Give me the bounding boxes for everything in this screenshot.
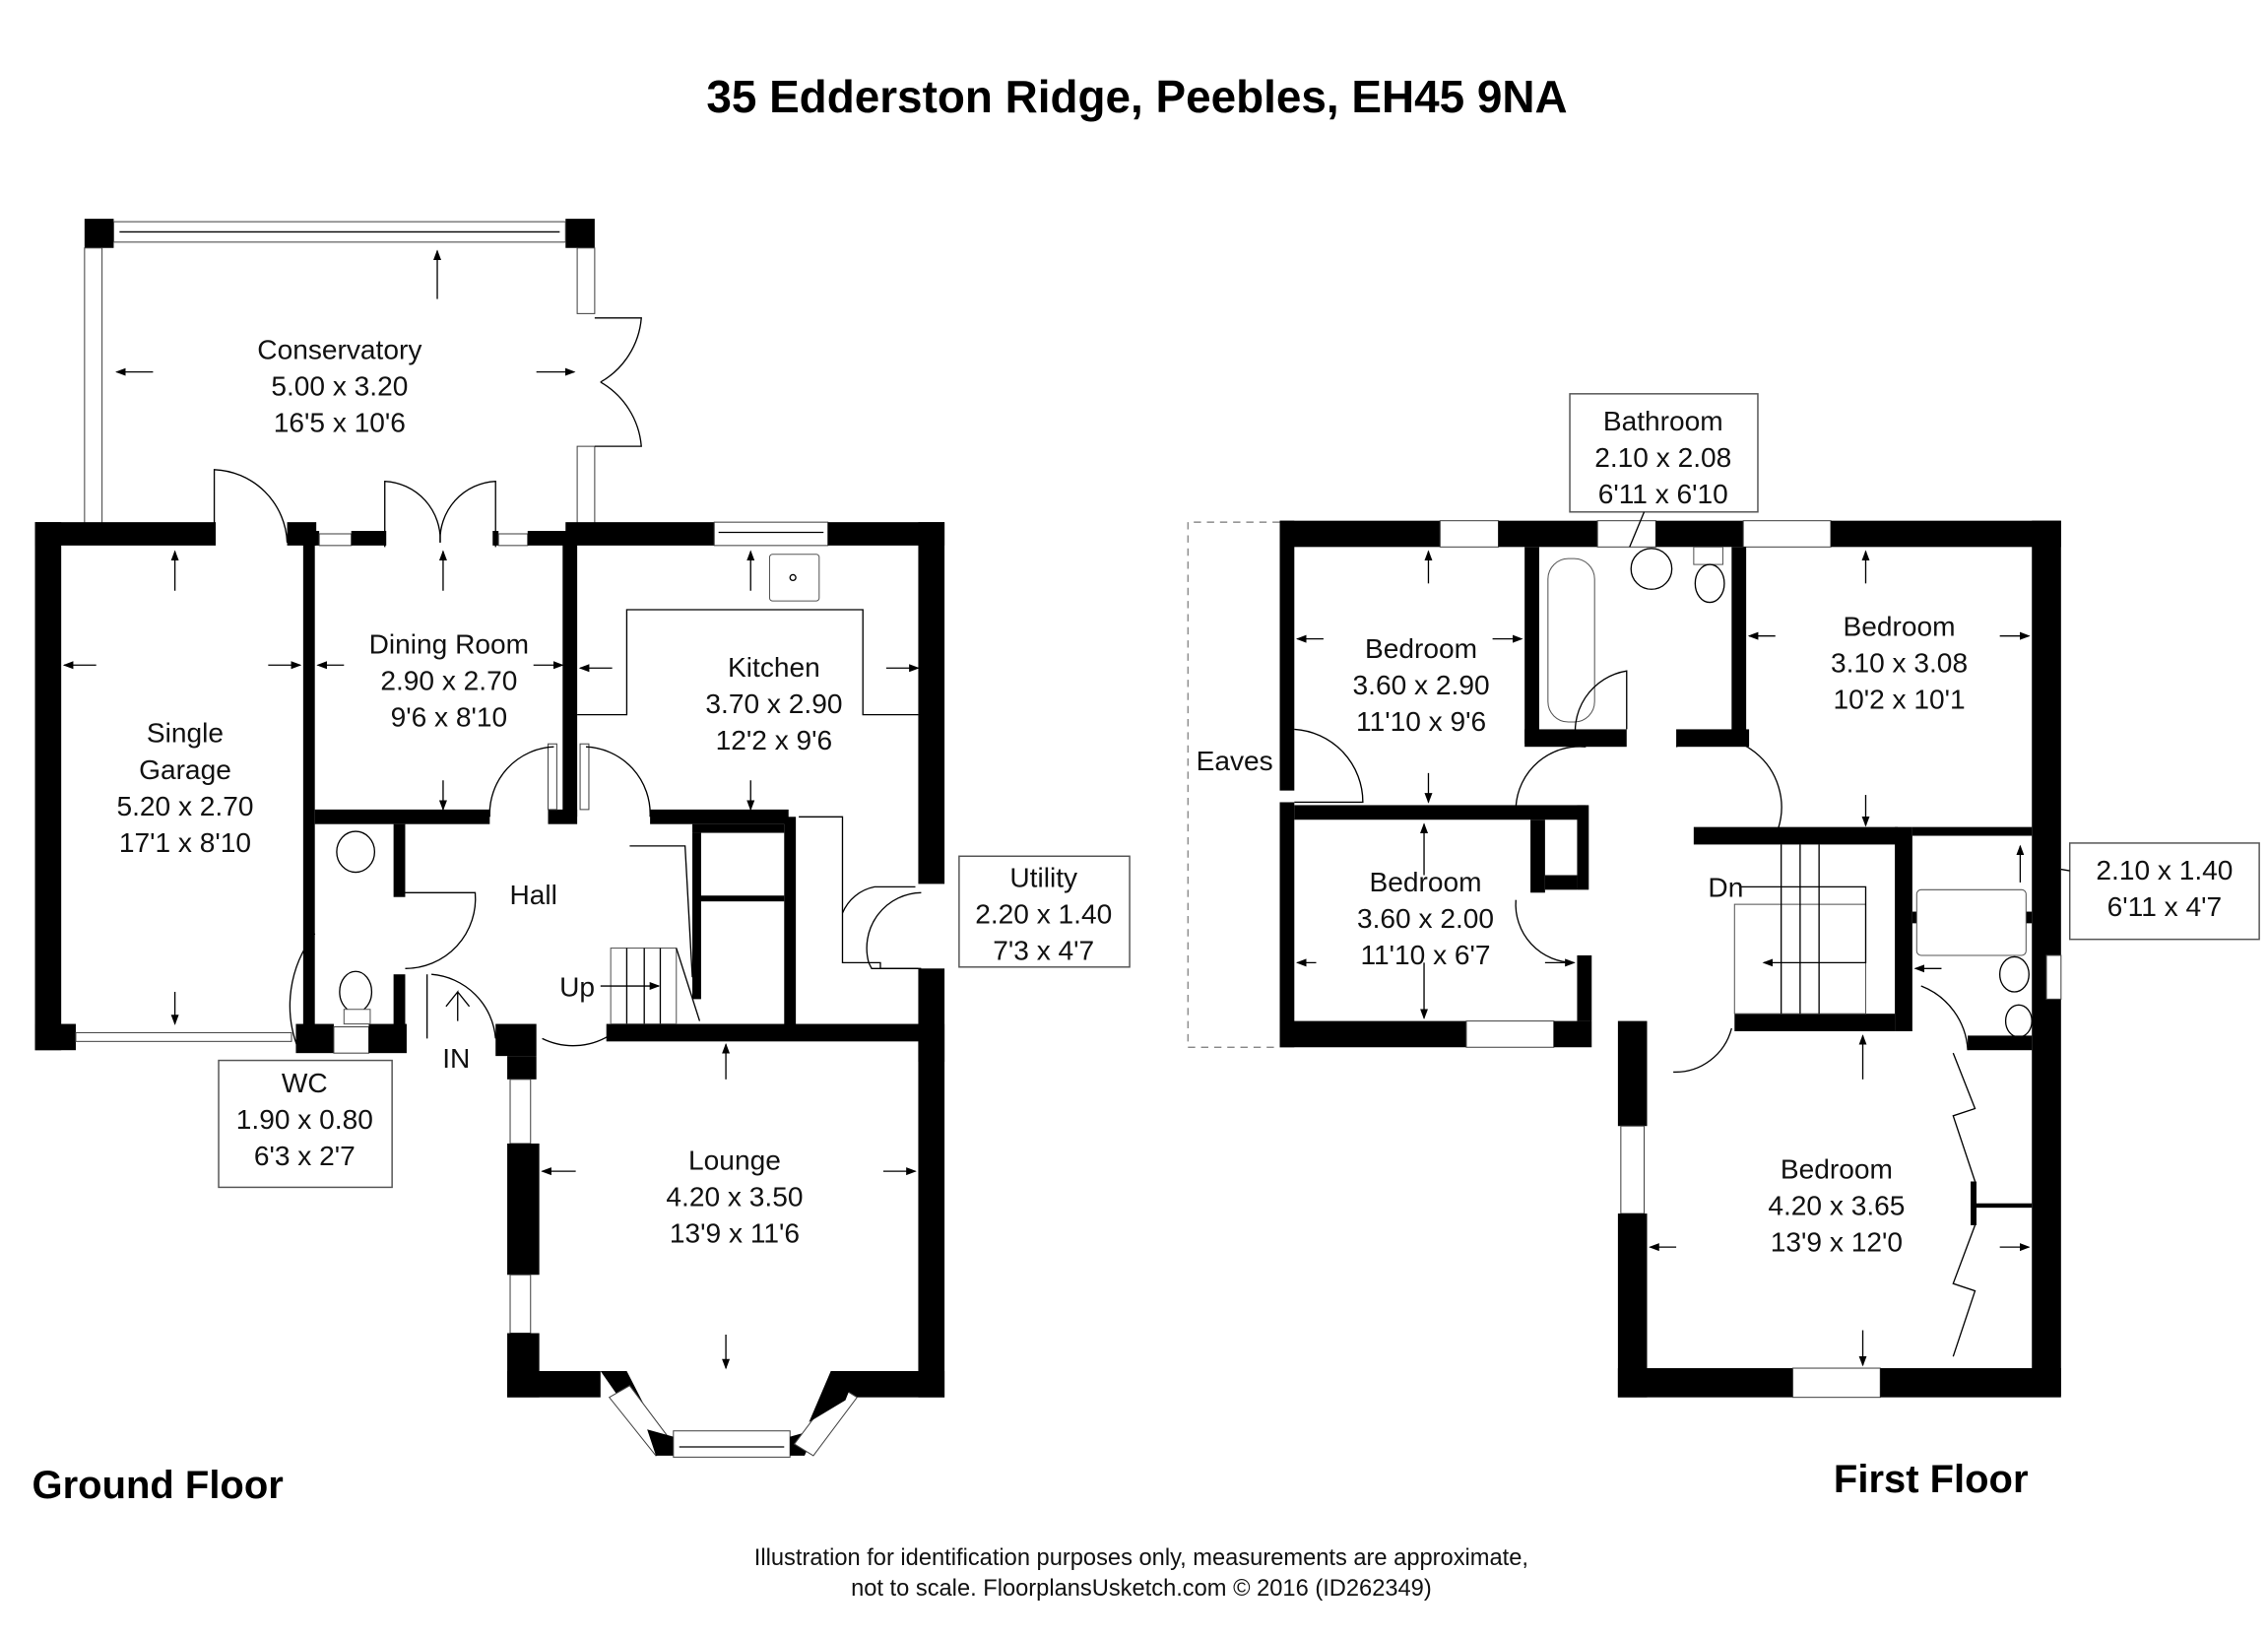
svg-text:2.10 x 1.40: 2.10 x 1.40: [2096, 855, 2233, 885]
svg-text:2.20 x 1.40: 2.20 x 1.40: [975, 898, 1112, 929]
room-bedroom-3: Bedroom 3.60 x 2.00 11'10 x 6'7: [1357, 867, 1494, 970]
entrance-label: IN: [442, 1043, 470, 1074]
room-bedroom-1: Bedroom 3.60 x 2.90 11'10 x 9'6: [1353, 633, 1490, 737]
svg-text:Bathroom: Bathroom: [1603, 406, 1723, 436]
disclaimer-line-1: Illustration for identification purposes…: [754, 1545, 1528, 1571]
svg-text:5.20 x 2.70: 5.20 x 2.70: [116, 791, 253, 821]
svg-text:10'2 x 10'1: 10'2 x 10'1: [1833, 685, 1965, 715]
first-measure-arrows: [1295, 550, 2031, 1367]
svg-text:12'2 x 9'6: 12'2 x 9'6: [716, 725, 833, 755]
svg-text:11'10 x 6'7: 11'10 x 6'7: [1360, 940, 1490, 970]
room-conservatory: Conservatory 5.00 x 3.20 16'5 x 10'6: [257, 334, 421, 437]
room-en-suite: 2.10 x 1.40 6'11 x 4'7: [2060, 842, 2260, 941]
svg-text:Lounge: Lounge: [688, 1146, 781, 1176]
room-single-garage: Single Garage 5.20 x 2.70 17'1 x 8'10: [116, 718, 253, 858]
room-bedroom-4: Bedroom 4.20 x 3.65 13'9 x 12'0: [1768, 1154, 1905, 1258]
svg-text:4.20 x 3.50: 4.20 x 3.50: [666, 1182, 803, 1212]
svg-text:Kitchen: Kitchen: [728, 652, 820, 683]
room-lounge: Lounge 4.20 x 3.50 13'9 x 11'6: [666, 1146, 803, 1249]
svg-text:Single: Single: [147, 718, 224, 749]
svg-text:11'10 x 9'6: 11'10 x 9'6: [1356, 706, 1486, 737]
kitchen-fittings: [289, 554, 922, 1051]
svg-text:2.90 x 2.70: 2.90 x 2.70: [380, 665, 517, 695]
svg-text:9'6 x 8'10: 9'6 x 8'10: [391, 701, 508, 732]
ground-measure-arrows: [62, 249, 920, 1370]
svg-text:Bedroom: Bedroom: [1369, 867, 1481, 897]
svg-text:4.20 x 3.65: 4.20 x 3.65: [1768, 1191, 1905, 1221]
svg-text:Bedroom: Bedroom: [1844, 612, 1956, 642]
svg-text:Bedroom: Bedroom: [1781, 1154, 1893, 1185]
svg-text:1.90 x 0.80: 1.90 x 0.80: [236, 1104, 373, 1135]
eaves-label: Eaves: [1197, 746, 1273, 776]
first-fittings: [1294, 546, 2033, 1357]
ground-walls: [34, 521, 945, 1458]
svg-text:Bedroom: Bedroom: [1365, 633, 1477, 664]
svg-text:3.60 x 2.00: 3.60 x 2.00: [1357, 903, 1494, 934]
room-hall: Hall Up IN: [442, 880, 595, 1074]
room-dining-room: Dining Room 2.90 x 2.70 9'6 x 8'10: [369, 628, 529, 732]
disclaimer-line-2: not to scale. FloorplansUsketch.com © 20…: [851, 1576, 1432, 1602]
svg-text:16'5 x 10'6: 16'5 x 10'6: [274, 407, 406, 437]
first-floor-label: First Floor: [1834, 1458, 2029, 1501]
svg-text:Garage: Garage: [139, 754, 231, 785]
svg-text:3.10 x 3.08: 3.10 x 3.08: [1831, 648, 1968, 679]
ground-floor-label: Ground Floor: [32, 1464, 284, 1507]
svg-text:3.70 x 2.90: 3.70 x 2.90: [705, 688, 842, 719]
svg-text:WC: WC: [282, 1068, 328, 1098]
conservatory-frame: [84, 219, 642, 548]
room-utility: Utility 2.20 x 1.40 7'3 x 4'7: [958, 855, 1131, 968]
stairs-down-label: Dn: [1708, 873, 1743, 903]
room-kitchen: Kitchen 3.70 x 2.90 12'2 x 9'6: [705, 652, 842, 755]
room-bathroom: Bathroom 2.10 x 2.08 6'11 x 6'10: [1569, 393, 1759, 548]
svg-text:Conservatory: Conservatory: [257, 334, 421, 364]
room-bedroom-2: Bedroom 3.10 x 3.08 10'2 x 10'1: [1831, 612, 1968, 715]
svg-text:2.10 x 2.08: 2.10 x 2.08: [1594, 442, 1731, 473]
svg-text:3.60 x 2.90: 3.60 x 2.90: [1353, 670, 1490, 700]
first-walls: [1279, 520, 2062, 1399]
svg-text:6'11 x 6'10: 6'11 x 6'10: [1598, 479, 1728, 509]
stairs-up-label: Up: [559, 971, 595, 1002]
svg-text:Utility: Utility: [1009, 862, 1077, 892]
first-floor-plan: Bathroom 2.10 x 2.08 6'11 x 6'10 Bedroom…: [1187, 393, 2260, 1501]
svg-text:5.00 x 3.20: 5.00 x 3.20: [271, 370, 408, 401]
room-wc: WC 1.90 x 0.80 6'3 x 2'7: [218, 1059, 393, 1189]
svg-text:6'3 x 2'7: 6'3 x 2'7: [254, 1141, 356, 1171]
svg-text:17'1 x 8'10: 17'1 x 8'10: [119, 827, 251, 858]
svg-text:Hall: Hall: [509, 880, 556, 910]
svg-text:13'9 x 11'6: 13'9 x 11'6: [670, 1218, 800, 1249]
svg-text:6'11 x 4'7: 6'11 x 4'7: [2107, 891, 2222, 922]
page-title: 35 Edderston Ridge, Peebles, EH45 9NA: [706, 71, 1567, 122]
ground-floor-plan: Conservatory 5.00 x 3.20 16'5 x 10'6 Sin…: [32, 219, 1131, 1507]
svg-text:Dining Room: Dining Room: [369, 628, 529, 659]
svg-text:7'3 x 4'7: 7'3 x 4'7: [993, 935, 1094, 965]
svg-text:13'9 x 12'0: 13'9 x 12'0: [1771, 1227, 1903, 1258]
